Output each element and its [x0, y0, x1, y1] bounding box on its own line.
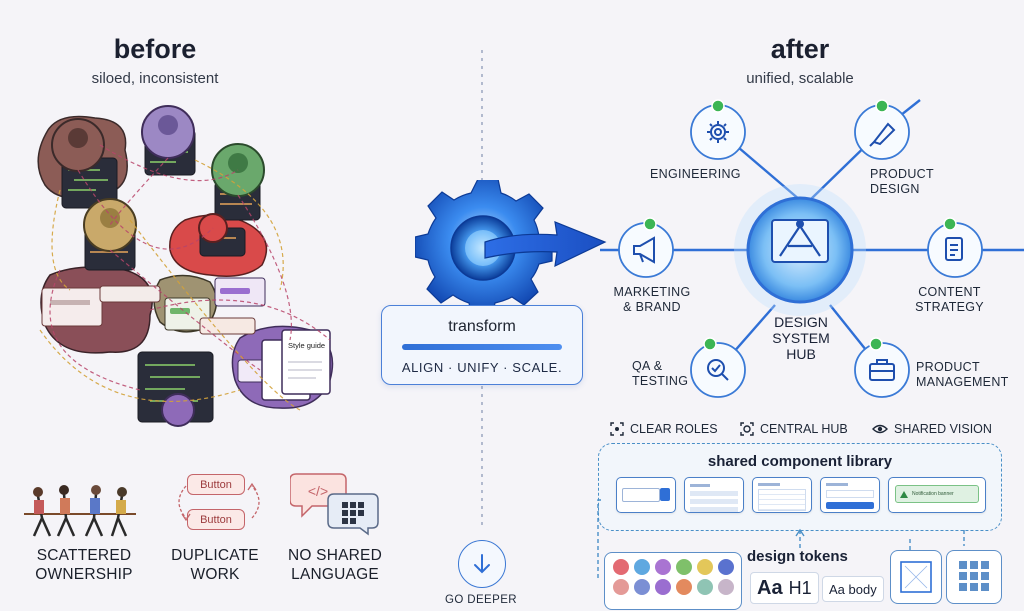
- benefit-label: SHARED VISION: [894, 422, 992, 436]
- eye-icon: [872, 424, 888, 434]
- before-heading: before: [113, 34, 197, 64]
- before-subheading: siloed, inconsistent: [91, 70, 219, 87]
- hub-label: DESIGN SYSTEM HUB: [772, 314, 830, 362]
- benefit-label: CENTRAL HUB: [760, 422, 848, 436]
- color-swatch: [676, 559, 692, 575]
- briefcase-icon: [869, 359, 895, 381]
- go-deeper-label: GO DEEPER: [445, 594, 517, 606]
- status-dot: [875, 99, 889, 113]
- problem-label-no-shared-language: NO SHARED LANGUAGE: [288, 547, 382, 583]
- duplicate-cycle-arrows-icon: [178, 482, 260, 522]
- node-label-marketing-brand: MARKETING & BRAND: [613, 285, 691, 314]
- grid-icon: [959, 561, 989, 591]
- color-swatch: [655, 579, 671, 595]
- duplicate-button-2: Button: [187, 509, 245, 530]
- status-dot: [869, 337, 883, 351]
- design-system-hub-network: [600, 99, 1024, 398]
- spacing-icon: [900, 561, 932, 593]
- node-label-product-management: PRODUCT MANAGEMENT: [916, 360, 1009, 389]
- node-label-content-strategy: CONTENT STRATEGY: [915, 285, 984, 314]
- ui-card: [99, 285, 161, 303]
- roles-icon: [610, 422, 624, 436]
- svg-text:</>: </>: [308, 483, 328, 499]
- component-form-group: [820, 477, 880, 513]
- after-heading: after: [770, 34, 830, 64]
- warning-icon: [900, 490, 908, 498]
- color-swatch: [634, 579, 650, 595]
- notification-text: Notification banner: [912, 491, 954, 497]
- node-engineering: [690, 104, 746, 160]
- benefit-shared-vision: SHARED VISION: [872, 422, 992, 436]
- no-shared-language-icon: </>: [290, 473, 379, 536]
- node-qa: [690, 342, 746, 398]
- type-sample-aa: Aa: [757, 576, 783, 599]
- transform-tagline: ALIGN · UNIFY · SCALE.: [401, 360, 563, 375]
- ui-card: [41, 287, 103, 327]
- library-connectors: [597, 499, 965, 578]
- benefit-central-hub: CENTRAL HUB: [740, 422, 848, 436]
- library-title: shared component library: [707, 453, 893, 470]
- problem-label-duplicate-work: DUPLICATE WORK: [171, 547, 259, 583]
- arrow-down-icon: [474, 554, 490, 574]
- node-label-qa-testing: QA & TESTING: [632, 359, 689, 388]
- transform-panel: transform ALIGN · UNIFY · SCALE.: [381, 305, 583, 385]
- ui-card: [199, 317, 256, 335]
- duplicate-button-1: Button: [187, 474, 245, 495]
- search-icon: [660, 488, 670, 501]
- component-list-card: [684, 477, 744, 513]
- color-swatch: [718, 579, 734, 595]
- siloed-chaos-illustration: Style guide: [37, 105, 334, 427]
- color-swatch: [613, 559, 629, 575]
- benefit-clear-roles: CLEAR ROLES: [610, 422, 718, 436]
- transform-title: transform: [448, 318, 516, 335]
- avatar: [161, 393, 195, 427]
- node-label-product-design: PRODUCT DESIGN: [870, 167, 934, 196]
- magnifier-check-icon: [707, 359, 729, 381]
- benefit-label: CLEAR ROLES: [630, 422, 718, 436]
- style-guide-label: Style guide: [288, 341, 325, 350]
- color-swatch: [634, 559, 650, 575]
- status-dot: [643, 217, 657, 231]
- component-search-field: [616, 477, 676, 513]
- status-dot: [711, 99, 725, 113]
- node-marketing: [618, 222, 674, 278]
- problem-label-scattered-ownership: SCATTERED OWNERSHIP: [35, 547, 133, 583]
- token-grid: [946, 550, 1002, 604]
- pen-nib-icon: [869, 122, 896, 147]
- token-spacing: [890, 550, 942, 604]
- color-swatch: [697, 559, 713, 575]
- status-dot: [703, 337, 717, 351]
- transform-progress-bar: [402, 344, 562, 350]
- color-swatch: [613, 579, 629, 595]
- token-color-swatches: [604, 552, 742, 610]
- color-swatch: [655, 559, 671, 575]
- type-sample-body: Aa body: [822, 576, 884, 602]
- gear-icon: [707, 121, 729, 143]
- tug-of-war-icon: [24, 485, 136, 537]
- transform-gear-icon: [415, 180, 607, 318]
- component-data-table: [752, 477, 812, 513]
- node-label-engineering: ENGINEERING: [650, 167, 741, 181]
- component-notification-banner: Notification banner: [888, 477, 986, 513]
- go-deeper-button[interactable]: [458, 540, 506, 588]
- color-swatch: [718, 559, 734, 575]
- after-subheading: unified, scalable: [746, 70, 854, 87]
- hub-icon: [740, 422, 754, 436]
- document-icon: [945, 237, 963, 261]
- color-swatch: [697, 579, 713, 595]
- token-type-headings: Aa H1: [750, 572, 819, 604]
- megaphone-icon: [633, 236, 655, 264]
- tokens-title: design tokens: [747, 548, 848, 565]
- status-dot: [943, 217, 957, 231]
- color-swatch: [676, 579, 692, 595]
- type-sample-h1: H1: [788, 577, 812, 598]
